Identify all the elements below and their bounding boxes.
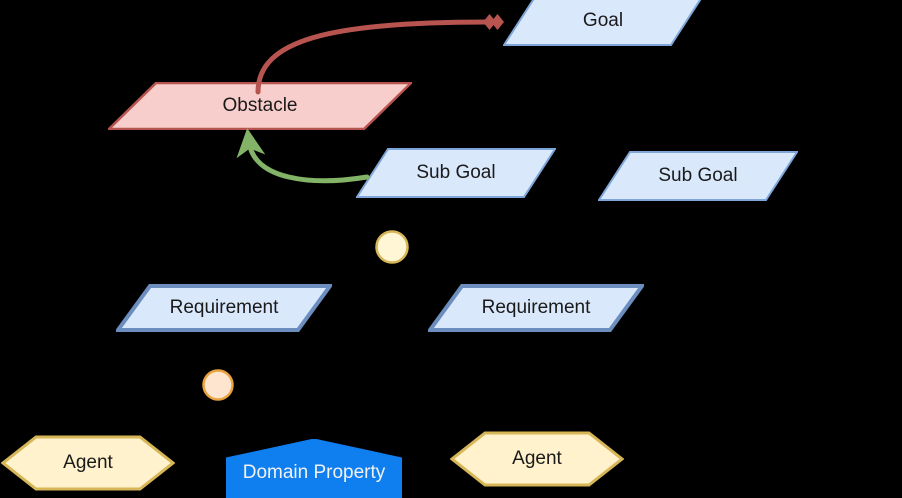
resolution-edge-line [236,128,370,184]
node-requirement-right[interactable]: Requirement [428,284,644,332]
node-domain-property[interactable]: Domain Property [226,439,402,498]
obstacle-parallelogram-shape [108,82,412,130]
node-agent-right[interactable]: Agent [450,431,624,487]
subgoal-left-parallelogram-shape [356,148,556,198]
node-requirement-left[interactable]: Requirement [116,284,332,332]
refinement-circle-icon [375,230,409,264]
node-subgoal-right[interactable]: Sub Goal [598,151,798,201]
goal-parallelogram-shape [503,0,702,46]
requirement-right-parallelogram-shape [428,284,644,332]
node-goal[interactable]: Goal [503,0,703,46]
refinement-circle-lower-icon [202,369,234,401]
node-obstacle[interactable]: Obstacle [108,82,412,130]
requirement-left-parallelogram-shape [116,284,332,332]
domain-property-pentagon-shape [226,439,402,498]
node-refinement-node-lower[interactable] [202,369,234,401]
node-refinement-node-upper[interactable] [375,230,409,264]
node-agent-left[interactable]: Agent [1,435,175,491]
agent-left-hexagon-shape [1,435,175,491]
obstruction-double-diamond-icon [483,14,504,30]
agent-right-hexagon-shape [450,431,624,487]
subgoal-right-parallelogram-shape [598,151,798,201]
node-subgoal-left[interactable]: Sub Goal [356,148,556,198]
